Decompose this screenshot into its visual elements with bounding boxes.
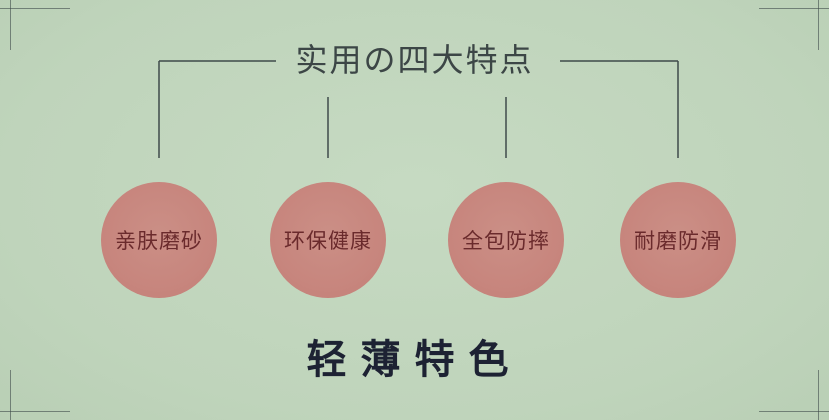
frame-corner-line	[818, 370, 819, 420]
frame-corner-line	[818, 0, 819, 50]
frame-corner-line	[10, 0, 11, 50]
frame-corner-line	[759, 8, 829, 9]
frame-corner-line	[10, 370, 11, 420]
feature-label: 环保健康	[284, 229, 372, 253]
section-title: 实用の四大特点	[295, 41, 534, 79]
headline: 轻薄特色	[306, 337, 523, 383]
frame-corner-line	[759, 411, 829, 412]
feature-circle: 耐磨防滑	[620, 182, 736, 298]
feature-label: 全包防摔	[462, 229, 550, 253]
feature-circle: 全包防摔	[448, 182, 564, 298]
frame-corner-line	[0, 411, 70, 412]
frame-corner-line	[0, 8, 70, 9]
feature-circle: 亲肤磨砂	[101, 182, 217, 298]
feature-circle: 环保健康	[270, 182, 386, 298]
feature-label: 亲肤磨砂	[115, 229, 203, 253]
feature-label: 耐磨防滑	[634, 229, 722, 253]
